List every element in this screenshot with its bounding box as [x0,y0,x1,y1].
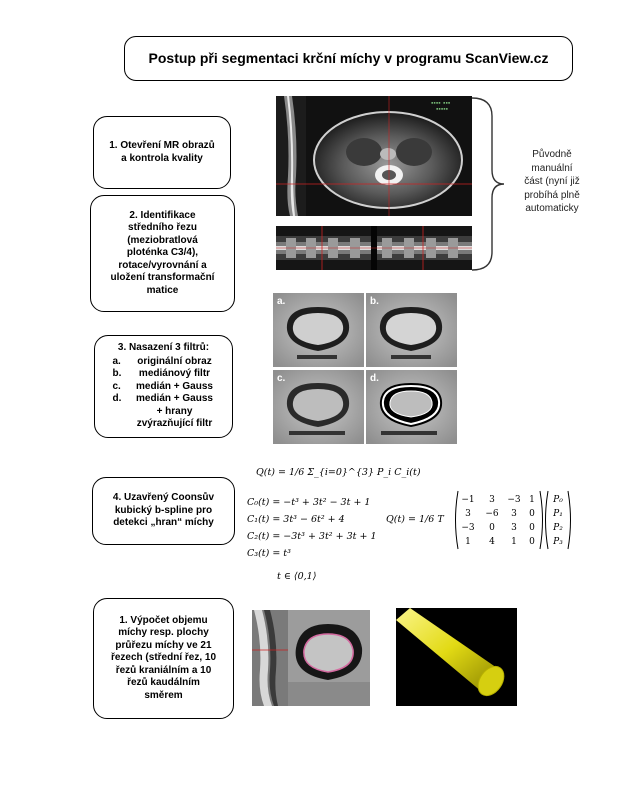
matrix-cell: 3 [465,509,471,519]
matrix-cell: 0 [529,509,535,519]
side-note-line: probíhá plně [524,189,580,201]
step-4-line: detekci „hran“ míchy [113,517,214,529]
filter-panel-label: b. [370,296,379,307]
filter-item: b. mediánový filtr [113,368,215,381]
formula-domain: t ∈ ⟨0,1⟩ [277,571,317,582]
step-2-box: 2. Identifikace středního řezu (meziobra… [90,195,235,312]
step-1-box: 1. Otevření MR obrazů a kontrola kvality [93,116,231,189]
filter-item-label: b. [112,368,122,380]
filter-panel-label: c. [277,373,286,384]
matrix-cell: −3 [507,495,521,505]
matrix-cell: −1 [461,495,474,505]
side-note-line: Původně [532,149,572,160]
matrix-cell: 3 [511,509,517,519]
filter-item-label: d. [112,393,122,405]
formula-q: Q(t) = 1/6 Σ_{i=0}^{3} P_i C_i(t) [256,467,421,478]
vector-cell: P₂ [552,523,563,533]
step-4-line: kubický b-spline pro [114,504,213,516]
step-2-line: (meziobratlová [127,234,198,246]
filter-panel-b: b. [366,293,457,367]
step-2-line: matice [146,284,179,296]
step-2-line: 2. Identifikace [129,209,196,221]
svg-text:▪▪▪▪ ▪▪▪: ▪▪▪▪ ▪▪▪ [431,100,450,105]
step-5-line: řezů kraniálním a 10 [115,664,212,676]
side-note: Původně manuální část (nyní již probíhá … [512,148,592,216]
filter-panels-grid: a. b. c. d. [273,293,457,444]
matrix-cell: 1 [529,495,535,505]
step-5-line: míchy resp. plochy [118,627,209,639]
filter-panel-label: d. [370,373,379,384]
matrix-cell: 1 [511,537,517,547]
matrix-cell: 3 [511,523,517,533]
step-2-line: rotace/vyrovnání a [118,259,207,271]
formula-c1: C₁(t) = 3t³ − 6t² + 4 [247,514,345,525]
step-2-line: středního řezu [128,222,197,234]
formula-matrix-lhs: Q(t) = 1/6 T [386,514,444,525]
formula-c2: C₂(t) = −3t³ + 3t² + 3t + 1 [247,531,377,542]
filter-item: c. medián + Gauss [113,381,215,394]
filter-item-text: medián + Gauss + hrany zvýrazňující filt… [136,393,213,430]
matrix-cell: −3 [461,523,475,533]
matrix-cell: 4 [489,537,495,547]
mri-axial-image: ▪▪▪▪ ▪▪▪ ▪▪▪▪▪ [276,96,472,216]
matrix-cell: 0 [489,523,495,533]
filter-panel-a: a. [273,293,364,367]
side-note-line: automaticky [525,203,579,214]
formula-c3: C₃(t) = t³ [247,548,291,559]
filter-item-text: originální obraz [137,355,212,367]
step-5-line: řezech (střední řez, 10 [110,652,217,664]
step-3-heading: 3. Nasazení 3 filtrů: [117,342,210,354]
filter-item: a. originální obraz [113,356,215,369]
mri-sagittal-strip [276,226,472,270]
step-5-line: 1. Výpočet objemu [119,614,208,626]
step-4-line: 4. Uzavřený Coonsův [112,492,215,504]
svg-text:▪▪▪▪▪: ▪▪▪▪▪ [436,106,448,111]
title-box: Postup při segmentaci krční míchy v prog… [124,36,573,81]
matrix-cell: 0 [529,523,535,533]
segmentation-overlay-image [252,610,370,706]
vector-cell: P₀ [552,495,563,505]
step-2-line: uložení transformační [110,272,215,284]
step-5-line: směrem [144,689,183,701]
filter-list: a. originální obraz b. mediánový filtr c. m… [113,356,215,431]
filter-item-text: mediánový filtr [138,368,211,380]
step-5-line: průřezu míchy ve 21 [115,639,212,651]
side-note-line: část (nyní již [524,176,580,187]
matrix-cell: 3 [489,495,495,505]
filter-item-label: a. [112,355,121,367]
basis-matrix: −1 3 −3 1 3 −6 3 0 −3 0 3 0 1 4 1 0 P₀ P₁ P₂ P₃ [452,489,572,551]
step-3-box: 3. Nasazení 3 filtrů: a. originální obraz… [94,335,233,438]
matrix-cell: −6 [485,509,499,519]
matrix-cell: 0 [529,537,535,547]
filter-item: d. medián + Gauss + hrany zvýrazňující fi… [113,393,215,431]
step-4-box: 4. Uzavřený Coonsův kubický b-spline pro… [92,477,235,545]
spinal-cord-3d-model [396,608,517,706]
step-5-line: řezů kaudálním [127,677,200,689]
step-5-box: 1. Výpočet objemu míchy resp. plochy prů… [93,598,234,719]
formula-c0: C₀(t) = −t³ + 3t² − 3t + 1 [247,497,371,508]
step-1-line: 1. Otevření MR obrazů [109,140,215,151]
step-2-line: ploténka C3/4), [126,247,199,259]
side-note-line: manuální [531,162,573,174]
filter-panel-c: c. [273,370,364,444]
bracket-icon [470,96,506,272]
matrix-cell: 1 [465,537,471,547]
step-1-line: a kontrola kvality [121,152,203,164]
filter-panel-d: d. [366,370,457,444]
vector-cell: P₁ [552,509,563,519]
filter-item-text: medián + Gauss [136,380,213,392]
title-text: Postup při segmentaci krční míchy v prog… [148,49,549,66]
filter-panel-label: a. [277,296,286,307]
vector-cell: P₃ [552,537,563,547]
filter-item-label: c. [112,380,121,392]
